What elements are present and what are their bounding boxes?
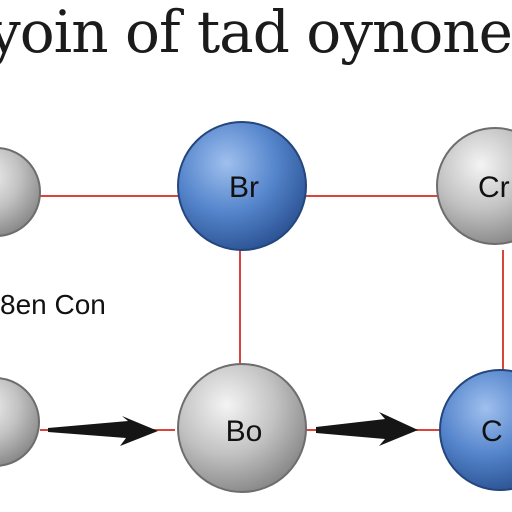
node-label-br: Br — [229, 171, 259, 204]
node-circle-1 — [0, 147, 41, 237]
node-label-cr: Cr — [478, 171, 510, 204]
node-label-c: C — [481, 415, 503, 448]
node-label-bo: Bo — [226, 415, 263, 448]
left-side-caption: 8en Con — [0, 289, 106, 320]
diagram-title: yoin of tad oynoner bo — [0, 0, 512, 66]
arrow-bottom-right — [316, 412, 418, 446]
node-circle-2 — [177, 121, 307, 251]
node-circle-5 — [177, 363, 307, 493]
arrow-bottom-left — [48, 416, 158, 446]
node-circle-4 — [0, 377, 40, 467]
node-circle-3 — [436, 127, 512, 245]
node-circle-6 — [439, 369, 512, 491]
